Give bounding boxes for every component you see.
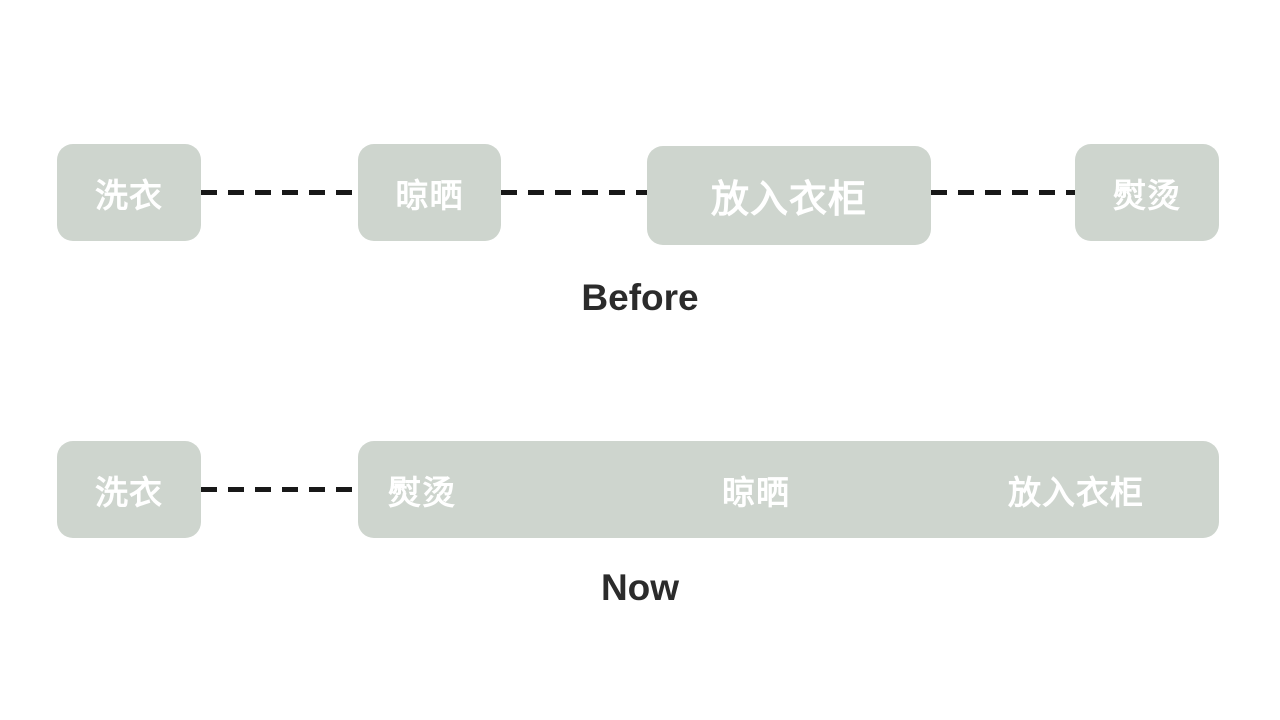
before-node-dry[interactable]: 晾晒 <box>358 144 501 241</box>
now-node-wash-label: 洗衣 <box>95 473 163 511</box>
now-node-dry-label: 晾晒 <box>722 473 790 511</box>
now-caption: Now <box>600 567 680 608</box>
before-node-wash-label: 洗衣 <box>95 176 163 214</box>
now-node-wash[interactable]: 洗衣 <box>57 441 201 538</box>
before-connector-3 <box>931 190 1075 195</box>
before-node-iron[interactable]: 熨烫 <box>1075 144 1219 241</box>
now-connector-1 <box>201 487 358 492</box>
before-node-dry-label: 晾晒 <box>395 176 464 214</box>
before-connector-2 <box>501 190 647 195</box>
before-node-closet[interactable]: 放入衣柜 <box>647 146 931 245</box>
now-node-closet-label: 放入衣柜 <box>1008 473 1144 511</box>
before-connector-1 <box>201 190 358 195</box>
before-node-closet-label: 放入衣柜 <box>710 179 867 221</box>
before-caption: Before <box>581 277 699 318</box>
before-node-iron-label: 熨烫 <box>1113 176 1181 214</box>
now-parallel-group[interactable]: 熨烫 晾晒 放入衣柜 <box>358 441 1219 538</box>
before-node-wash[interactable]: 洗衣 <box>57 144 201 241</box>
now-node-iron-label: 熨烫 <box>388 473 456 511</box>
